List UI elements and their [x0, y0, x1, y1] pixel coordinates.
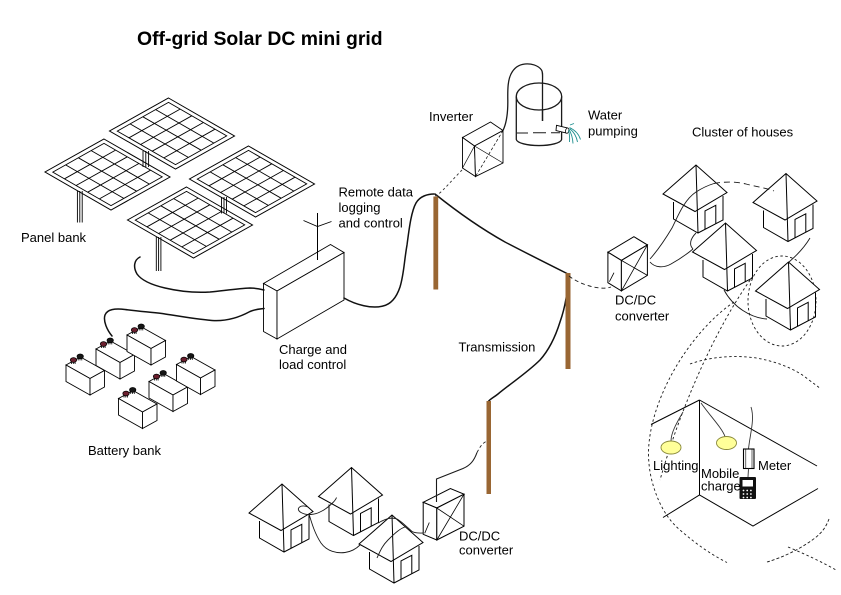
svg-text:Battery bank: Battery bank — [88, 443, 161, 458]
svg-text:Panel bank: Panel bank — [21, 230, 87, 245]
svg-text:Mobile: Mobile — [701, 466, 739, 481]
svg-text:charge: charge — [701, 479, 741, 494]
svg-text:DC/DC: DC/DC — [459, 529, 500, 544]
svg-text:Off-grid Solar DC mini grid: Off-grid Solar DC mini grid — [137, 28, 383, 50]
svg-text:Lighting: Lighting — [653, 458, 699, 473]
svg-text:Charge and: Charge and — [279, 342, 347, 357]
svg-text:load control: load control — [279, 357, 346, 372]
svg-text:Water: Water — [588, 108, 623, 123]
svg-text:Inverter: Inverter — [429, 109, 474, 124]
svg-text:DC/DC: DC/DC — [615, 293, 656, 308]
svg-text:Transmission: Transmission — [459, 340, 536, 355]
svg-text:pumping: pumping — [588, 124, 638, 139]
svg-text:and control: and control — [339, 216, 403, 231]
svg-text:Cluster of houses: Cluster of houses — [692, 125, 794, 140]
svg-text:Remote data: Remote data — [339, 185, 414, 200]
svg-text:converter: converter — [615, 309, 670, 324]
svg-text:logging: logging — [339, 200, 381, 215]
svg-text:Meter: Meter — [758, 458, 792, 473]
svg-text:converter: converter — [459, 543, 514, 558]
